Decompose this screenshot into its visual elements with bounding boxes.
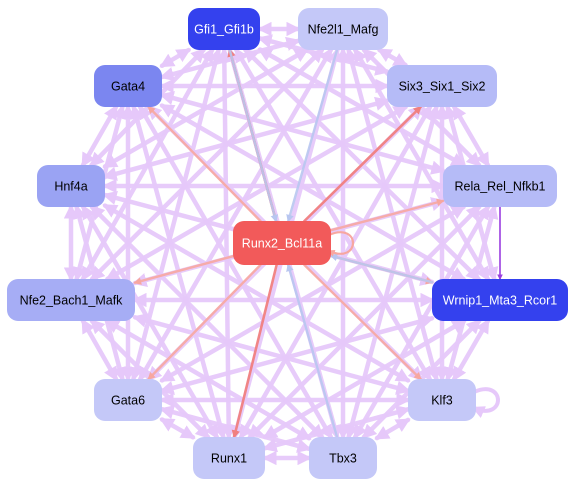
edge-nfe2l1-to-runx2 [286, 48, 339, 223]
node-gata6[interactable]: Gata6 [94, 379, 162, 421]
node-box [188, 8, 260, 50]
edge-klf3-to-runx1 [262, 405, 411, 453]
node-hnf4a[interactable]: Hnf4a [37, 165, 105, 207]
node-label: Gata4 [111, 79, 145, 93]
edge-runx2-to-gata4 [147, 105, 262, 223]
node-label: Runx1 [211, 451, 247, 465]
node-label: Rela_Rel_Nfkb1 [454, 179, 545, 193]
node-box [94, 65, 162, 107]
edge-tbx3-to-runx2 [286, 263, 339, 439]
node-tbx3[interactable]: Tbx3 [309, 437, 377, 479]
node-label: Tbx3 [329, 451, 357, 465]
node-label: Gata6 [111, 393, 145, 407]
node-box [94, 379, 162, 421]
node-box [193, 437, 265, 479]
edge-gfi1-to-runx1 [217, 47, 236, 440]
node-box [443, 165, 557, 207]
edges-layer [63, 21, 503, 466]
node-nfe2l1[interactable]: Nfe2l1_Mafg [298, 8, 388, 50]
node-label: Gfi1_Gfi1b [194, 22, 254, 36]
node-label: Wrnip1_Mta3_Rcor1 [443, 293, 557, 307]
node-rela[interactable]: Rela_Rel_Nfkb1 [443, 165, 557, 207]
node-gfi1[interactable]: Gfi1_Gfi1b [188, 8, 260, 50]
node-box [298, 8, 388, 50]
node-label: Nfe2l1_Mafg [308, 22, 379, 36]
node-label: Klf3 [431, 393, 453, 407]
edge-runx2-to-six3 [303, 105, 422, 223]
node-gata4[interactable]: Gata4 [94, 65, 162, 107]
node-box [432, 279, 568, 321]
self-loop-runx2 [327, 231, 354, 257]
node-box [309, 437, 377, 479]
edge-gfi1-to-runx2 [228, 48, 279, 223]
node-runx2[interactable]: Runx2_Bcl11a [233, 221, 331, 265]
node-box [233, 221, 331, 265]
node-label: Nfe2_Bach1_Mafk [20, 293, 124, 307]
node-label: Runx2_Bcl11a [242, 236, 322, 250]
node-label: Six3_Six1_Six2 [399, 79, 486, 93]
edge-runx2-to-rela [329, 198, 445, 232]
node-klf3[interactable]: Klf3 [408, 379, 476, 421]
edge-nfe2l1-to-six3 [377, 47, 408, 68]
edge-runx2-to-gata6 [147, 263, 262, 381]
edge-runx2-to-klf3 [303, 263, 422, 381]
edge-wrnip1-to-runx2 [329, 253, 434, 284]
edge-gata6-to-runx1 [159, 417, 196, 440]
self-loop-klf3 [471, 387, 500, 418]
edge-runx2-to-nfe2bach [133, 255, 235, 285]
node-six3[interactable]: Six3_Six1_Six2 [387, 65, 497, 107]
node-box [37, 165, 105, 207]
node-box [408, 379, 476, 421]
node-runx1[interactable]: Runx1 [193, 437, 265, 479]
node-box [7, 279, 135, 321]
node-nfe2bach[interactable]: Nfe2_Bach1_Mafk [7, 279, 135, 321]
node-label: Hnf4a [54, 179, 87, 193]
node-wrnip1[interactable]: Wrnip1_Mta3_Rcor1 [432, 279, 568, 321]
edge-gata4-to-gfi1 [159, 47, 192, 69]
edge-runx2-to-runx1 [231, 263, 278, 439]
edge-klf3-to-tbx3 [374, 417, 411, 441]
node-box [387, 65, 497, 107]
